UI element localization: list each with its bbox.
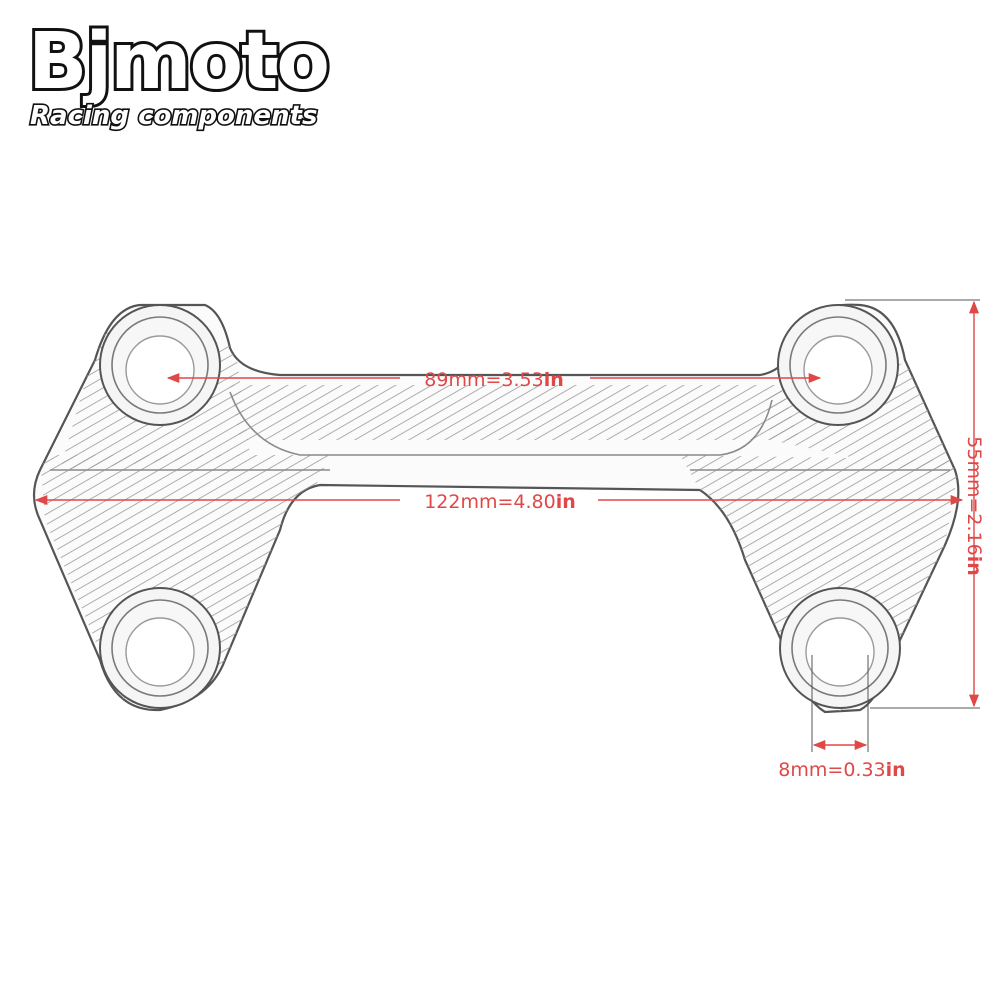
dimension-overall-width: 122mm=4.80in [34,491,964,513]
handlebar-clamp-plate [32,303,960,714]
hole-diameter-label: 8mm=0.33in [778,759,905,781]
dimension-hole-diameter: 8mm=0.33in [778,655,906,781]
brand-name: Bjmoto [28,17,328,107]
mounting-boss-bottom-left [99,587,221,709]
brand-tagline: Racing components [30,101,317,131]
mounting-boss-top-right [777,304,899,426]
mounting-boss-bottom-right [779,587,901,709]
plate-inner-edge [229,391,773,456]
overall-height-label: 55mm=2.16in [963,436,985,575]
mounting-boss-top-left [99,304,221,426]
hole-spacing-label: 89mm=3.53in [424,369,563,391]
dimension-hole-spacing: 89mm=3.53in [166,369,822,391]
dimension-overall-height: 55mm=2.16in [845,299,985,709]
brand-logo: Bjmoto Racing components [25,14,333,133]
overall-width-label: 122mm=4.80in [424,491,576,513]
